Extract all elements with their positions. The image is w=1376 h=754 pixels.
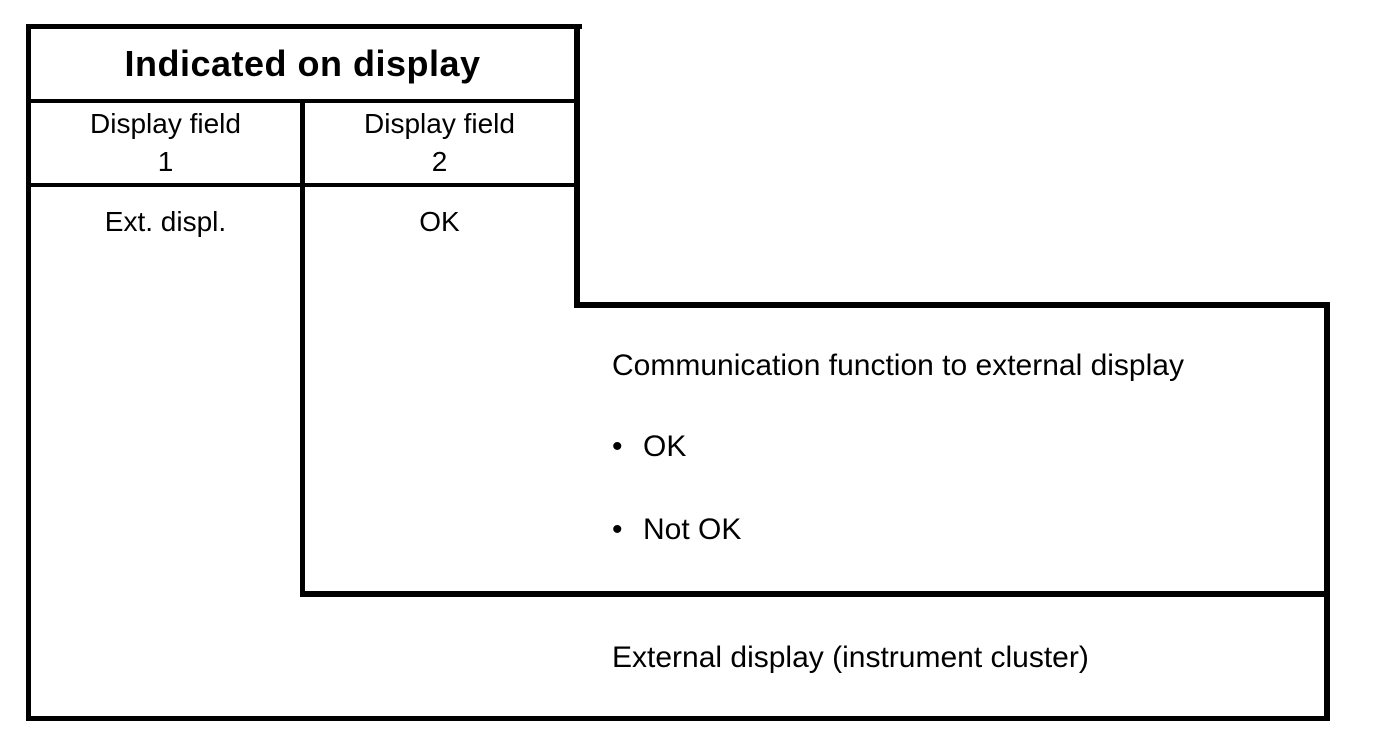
cell-value-ok: OK (419, 206, 460, 237)
diagram-caption: External display (instrument cluster) (612, 638, 1089, 678)
table-right-edge (574, 24, 580, 308)
outline-bottom-edge (26, 716, 1330, 721)
callout-bullet-not-ok: • Not OK (612, 510, 741, 550)
bullet-icon: • (612, 430, 623, 463)
column-1-number: 1 (157, 146, 174, 177)
cell-value-ext-displ: Ext. displ. (104, 206, 227, 237)
callout-top-edge (574, 302, 1330, 308)
caption-label: External display (instrument cluster) (612, 641, 1089, 674)
outline-top-edge (26, 24, 582, 29)
column-divider (300, 99, 305, 597)
table-header-label: Indicated on display (124, 43, 481, 84)
column-header-display-field-1: Display field 1 (31, 103, 300, 183)
bullet-ok-label: OK (643, 430, 687, 463)
bullet-icon: • (612, 513, 623, 546)
table-header: Indicated on display (31, 29, 574, 99)
column-2-number: 2 (431, 146, 448, 177)
outline-right-edge (1324, 302, 1330, 721)
callout-title-label: Communication function to external displ… (612, 349, 1184, 382)
callout-bullet-ok: • OK (612, 427, 686, 467)
cell-display-field-2-value: OK (305, 202, 574, 242)
cell-display-field-1-value: Ext. displ. (31, 202, 300, 242)
bullet-not-ok-label: Not OK (643, 513, 742, 546)
column-1-title: Display field (90, 108, 241, 139)
outline-left-edge (26, 24, 31, 721)
column-2-title: Display field (364, 108, 515, 139)
column-header-display-field-2: Display field 2 (305, 103, 574, 183)
callout-title: Communication function to external displ… (612, 346, 1184, 386)
callout-bottom-edge (300, 591, 1330, 597)
